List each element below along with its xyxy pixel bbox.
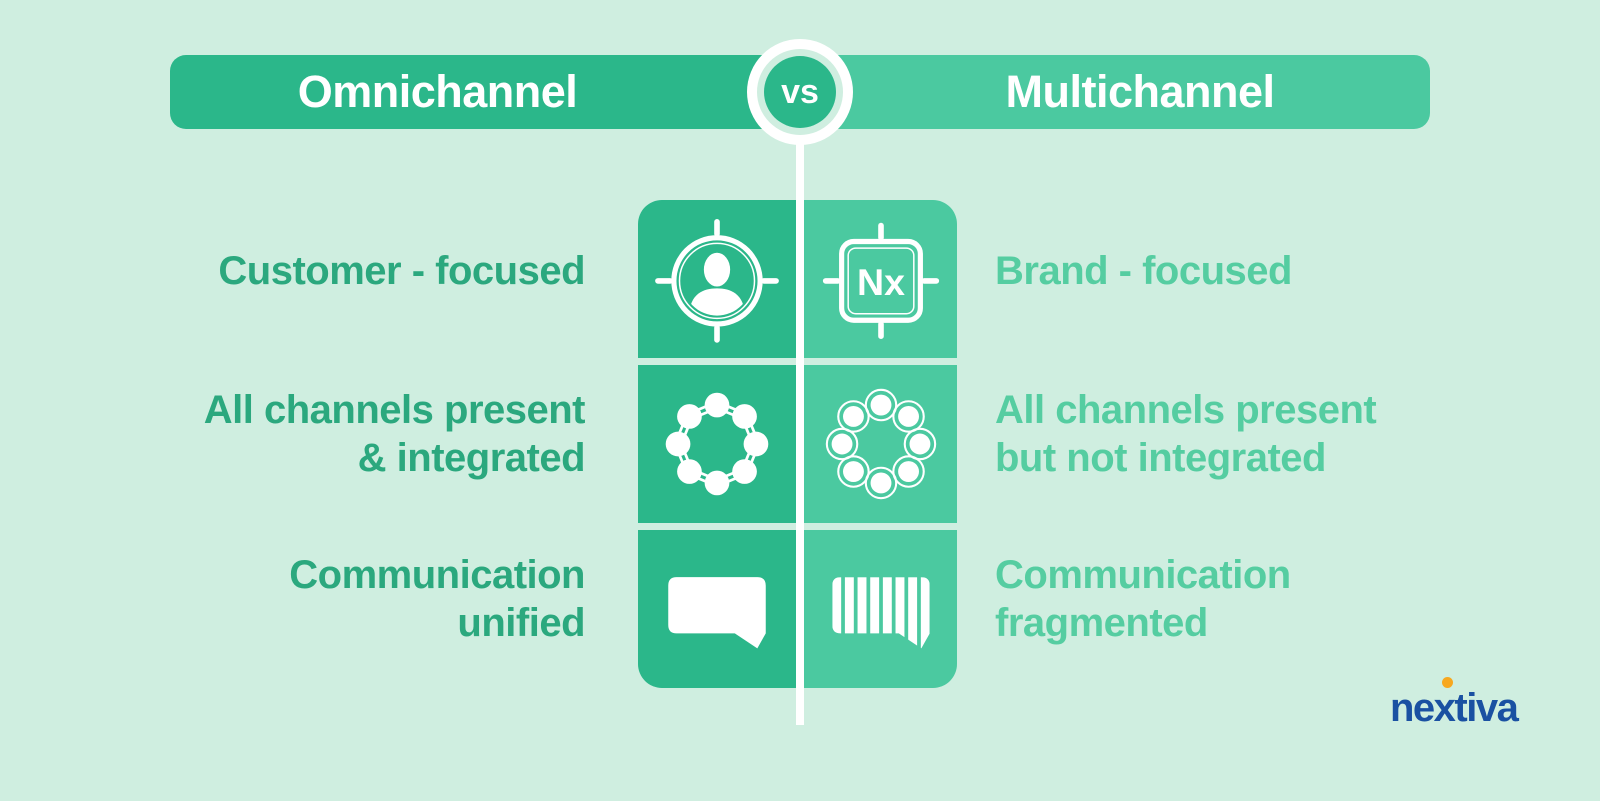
center-divider-line — [796, 92, 804, 725]
label-channels-integrated: All channels present & integrated — [203, 388, 586, 480]
tile-customer-focused — [638, 200, 796, 358]
nx-logo-text: Nx — [857, 261, 905, 303]
fragmented-speech-bubble-icon — [831, 577, 930, 649]
nextiva-logo-dot-icon — [1442, 677, 1453, 688]
label-communication-unified: Communication unified — [289, 553, 585, 645]
tile-communication-fragmented — [804, 530, 957, 688]
vs-badge: vs — [764, 56, 836, 128]
tile-channels-not-integrated — [804, 365, 957, 523]
unified-speech-bubble-icon — [668, 577, 766, 649]
label-brand-focused: Brand - focused — [995, 249, 1292, 293]
connected-channels-icon — [665, 392, 769, 496]
tile-communication-unified — [638, 530, 796, 688]
tile-channels-integrated — [638, 365, 796, 523]
tile-brand-focused: Nx — [804, 200, 957, 358]
label-channels-not-integrated: All channels present but not integrated — [995, 388, 1377, 480]
omnichannel-title: Omnichannel — [297, 66, 578, 117]
vs-label: vs — [781, 72, 819, 111]
customer-target-icon — [655, 219, 779, 343]
disconnected-channels-icon — [825, 388, 936, 500]
multichannel-title: Multichannel — [1005, 66, 1275, 117]
nx-brand-icon: Nx — [822, 222, 939, 339]
nextiva-wordmark: nextiva — [1390, 686, 1519, 730]
label-customer-focused: Customer - focused — [218, 249, 585, 293]
nextiva-logo: nextiva — [1390, 676, 1540, 734]
label-communication-fragmented: Communication fragmented — [995, 553, 1291, 645]
omnichannel-header: Omnichannel — [170, 55, 800, 129]
multichannel-header: Multichannel — [800, 55, 1430, 129]
